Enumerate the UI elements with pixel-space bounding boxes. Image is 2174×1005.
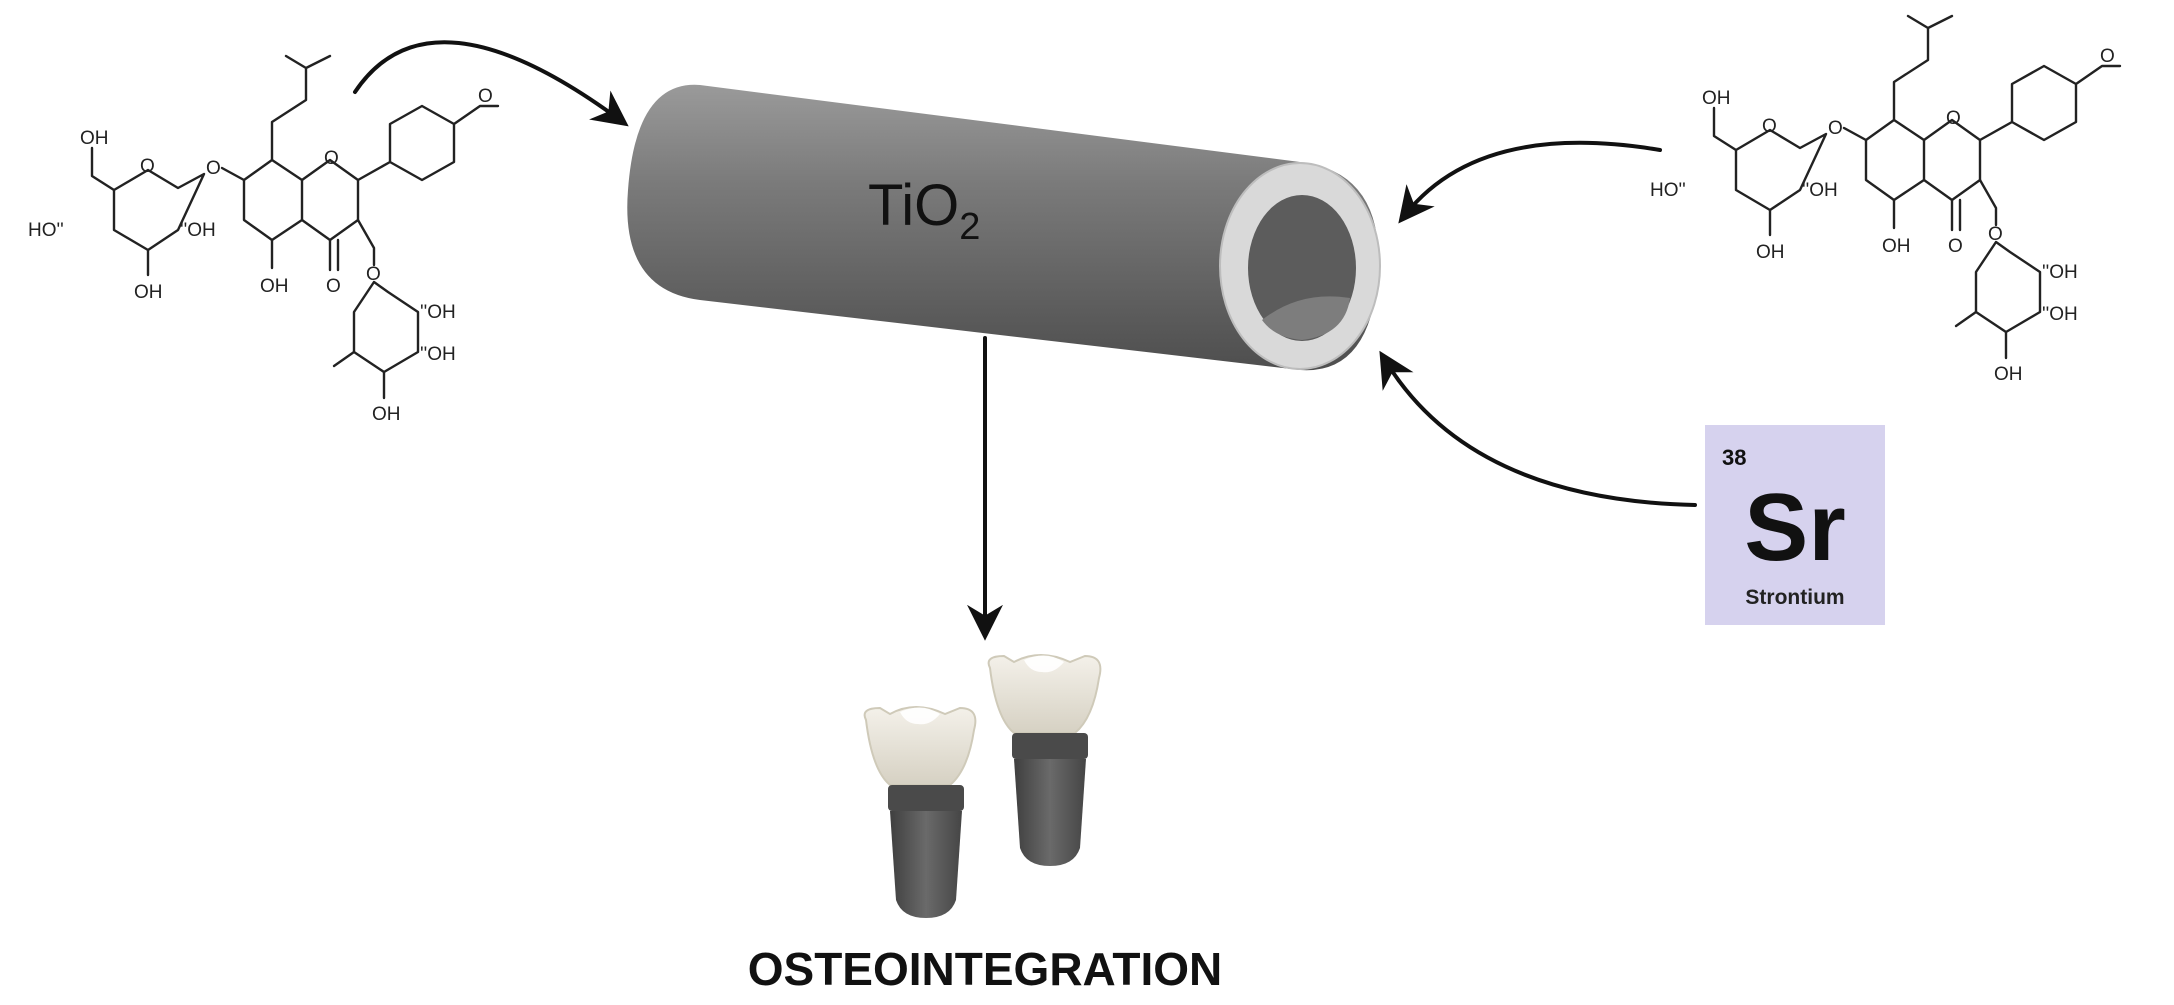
sugar-oh-label-left-d: OH	[80, 128, 109, 149]
tube-label: TiO2	[868, 173, 980, 248]
implant-left	[863, 706, 977, 918]
sugar-oh-label-right-d: OH	[1702, 88, 1731, 109]
dental-implants-icon	[863, 654, 1102, 918]
implant-left-crown	[863, 706, 977, 786]
arrow-right-molecule-to-tube	[1398, 140, 1662, 224]
reaction-arrows	[353, 40, 1697, 641]
sugar-oh-label-left-a: ''OH	[420, 302, 456, 323]
sugar-oh-label-left-f: OH	[134, 282, 163, 303]
sugar-oh-label-right-b: ''OH	[2042, 304, 2078, 325]
molecule-left: O O OH O O ''OH ''OH OH O O OH HO'' OH '…	[28, 54, 500, 425]
implant-right-abutment	[1012, 733, 1088, 759]
outcome-label: OSTEOINTEGRATION	[748, 943, 1223, 995]
pyranose-oxygen-label-left: O	[140, 156, 155, 177]
ring-oxygen-label-left: O	[324, 148, 339, 169]
implant-right-crown	[987, 654, 1102, 734]
implant-right-screw	[1014, 759, 1086, 866]
phenol-oh-label-left: OH	[260, 276, 289, 297]
glycoside-oxygen-label-left-b: O	[206, 158, 221, 179]
implant-left-screw	[890, 811, 962, 918]
implant-left-abutment	[888, 785, 964, 811]
phenol-oh-label-right: OH	[1882, 236, 1911, 257]
methoxy-oxygen-label-right: O	[2100, 46, 2115, 67]
glycoside-oxygen-label-left-a: O	[366, 264, 381, 285]
tio2-nanotube: TiO2	[627, 84, 1381, 371]
sugar-oh-label-right-e: HO''	[1650, 180, 1686, 201]
pyranose-oxygen-label-right: O	[1762, 116, 1777, 137]
glycoside-oxygen-label-right-a: O	[1988, 224, 2003, 245]
element-tile-background	[1705, 425, 1885, 625]
sugar-oh-label-left-b: ''OH	[420, 344, 456, 365]
tube-body	[627, 84, 1379, 371]
ring-oxygen-label-right: O	[1946, 108, 1961, 129]
tube-inner-shade	[1262, 296, 1350, 340]
glycoside-oxygen-label-right-b: O	[1828, 118, 1843, 139]
element-name: Strontium	[1745, 586, 1844, 609]
molecule-right: O O OH O O ''OH ''OH OH O O OH HO'' OH '…	[1650, 14, 2122, 385]
implant-right	[987, 654, 1102, 866]
element-symbol: Sr	[1744, 474, 1845, 581]
arrow-strontium-to-tube	[1379, 350, 1697, 507]
sugar-oh-label-left-e: HO''	[28, 220, 64, 241]
sugar-oh-label-right-f: OH	[1756, 242, 1785, 263]
methoxy-oxygen-label-left: O	[478, 86, 493, 107]
tube-label-main: TiO	[868, 173, 959, 238]
sugar-oh-label-right-a: ''OH	[2042, 262, 2078, 283]
tube-label-subscript: 2	[959, 206, 980, 248]
ketone-oxygen-label-left: O	[326, 276, 341, 297]
sugar-oh-label-left-c: OH	[372, 404, 401, 425]
sugar-oh-label-right-c: OH	[1994, 364, 2023, 385]
strontium-element-tile: 38 Sr Strontium	[1705, 425, 1885, 625]
sugar-oh-label-right-g: ''OH	[1802, 180, 1838, 201]
sugar-oh-label-left-g: ''OH	[180, 220, 216, 241]
ketone-oxygen-label-right: O	[1948, 236, 1963, 257]
element-atomic-number: 38	[1722, 445, 1746, 470]
arrow-left-molecule-to-tube	[353, 40, 629, 127]
